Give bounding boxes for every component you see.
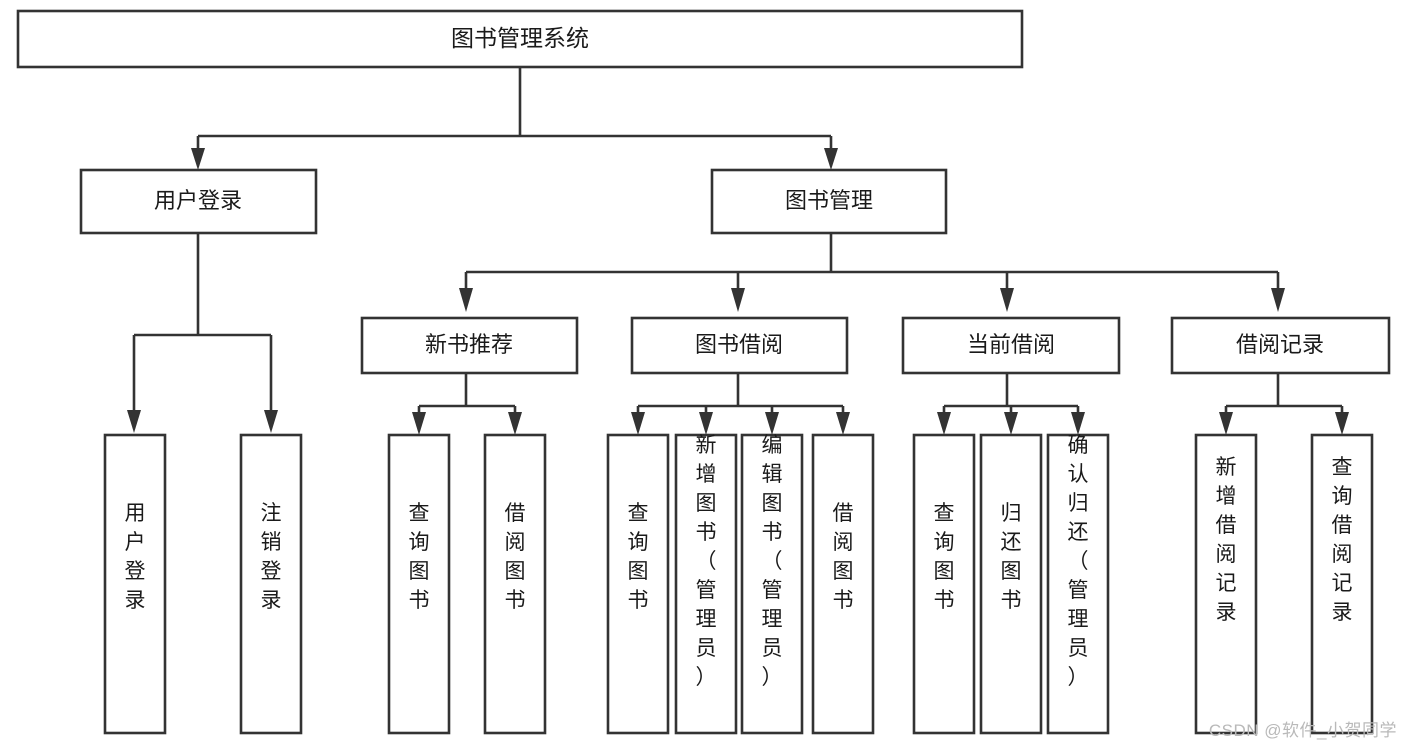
node-borrow-record-box[interactable] (1170, 316, 1391, 375)
leaf-borrow-record-0-box[interactable] (1194, 433, 1258, 735)
leaf-node[interactable]: 查询图书 (606, 433, 670, 735)
node-current-borrow-box[interactable] (901, 316, 1121, 375)
arrowhead-l3-1 (731, 288, 745, 312)
node-book-manage-box[interactable] (710, 168, 948, 235)
leaf-book-borrow-0-box[interactable] (606, 433, 670, 735)
leaf-book-borrow-3-label: 借阅图书 (833, 502, 854, 612)
leaf-new-book-0-label: 查询图书 (409, 502, 430, 612)
arrowhead-leaf-book-borrow-0 (631, 412, 645, 435)
arrowhead-leaf-user-login-0 (127, 410, 141, 433)
node-root-label: 图书管理系统 (451, 25, 589, 51)
leaf-user-login-1-box[interactable] (239, 433, 303, 735)
leaf-node[interactable]: 查询图书 (912, 433, 976, 735)
arrowhead-l3-2 (1000, 288, 1014, 312)
leaf-node[interactable]: 用户登录 (103, 433, 167, 735)
leaf-user-login-0-box[interactable] (103, 433, 167, 735)
node-user-login[interactable]: 用户登录 (79, 168, 318, 235)
node-current-borrow[interactable]: 当前借阅 (901, 316, 1121, 375)
node-book-manage-label: 图书管理 (785, 188, 873, 213)
leaf-node[interactable]: 新增图书（管理员） (674, 433, 738, 735)
leaf-node[interactable]: 注销登录 (239, 433, 303, 735)
node-borrow-record[interactable]: 借阅记录 (1170, 316, 1391, 375)
leaf-node[interactable]: 新增借阅记录 (1194, 433, 1258, 735)
arrowhead-book-manage (824, 148, 838, 170)
leaf-new-book-1-label: 借阅图书 (505, 502, 526, 612)
node-book-manage[interactable]: 图书管理 (710, 168, 948, 235)
leaf-book-borrow-1-label: 新增图书（管理员） (696, 434, 717, 689)
leaf-current-borrow-1-label: 归还图书 (1001, 502, 1022, 612)
connector-layer (127, 67, 1349, 435)
leaf-node[interactable]: 编辑图书（管理员） (740, 433, 804, 735)
arrowhead-leaf-user-login-1 (264, 410, 278, 433)
arrowhead-l3-3 (1271, 288, 1285, 312)
leaf-node[interactable]: 借阅图书 (811, 433, 875, 735)
leaf-borrow-record-0-label: 新增借阅记录 (1216, 456, 1237, 624)
leaf-current-borrow-0-box[interactable] (912, 433, 976, 735)
leaf-current-borrow-1-box[interactable] (979, 433, 1043, 735)
arrowhead-leaf-current-borrow-0 (937, 412, 951, 435)
leaf-book-borrow-1-box[interactable] (674, 433, 738, 735)
arrowhead-leaf-new-book-1 (508, 412, 522, 435)
node-new-book-recommend-label: 新书推荐 (425, 332, 513, 357)
node-current-borrow-label: 当前借阅 (967, 332, 1055, 357)
node-root-box[interactable] (16, 9, 1024, 69)
arrowhead-leaf-borrow-record-1 (1335, 412, 1349, 435)
arrowhead-leaf-book-borrow-2 (765, 412, 779, 435)
node-borrow-record-label: 借阅记录 (1236, 332, 1324, 357)
leaf-current-borrow-2-label: 确认归还（管理员） (1068, 434, 1089, 689)
arrowhead-leaf-book-borrow-3 (836, 412, 850, 435)
arrowhead-leaf-current-borrow-2 (1071, 412, 1085, 435)
arrowhead-leaf-new-book-0 (412, 412, 426, 435)
arrowhead-l3-0 (459, 288, 473, 312)
leaf-new-book-0-box[interactable] (387, 433, 451, 735)
node-new-book-recommend-box[interactable] (360, 316, 579, 375)
leaf-node[interactable]: 查询借阅记录 (1310, 433, 1374, 735)
arrowhead-user-login (191, 148, 205, 170)
arrowhead-leaf-current-borrow-1 (1004, 412, 1018, 435)
leaf-book-borrow-2-box[interactable] (740, 433, 804, 735)
leaf-borrow-record-1-label: 查询借阅记录 (1332, 456, 1353, 624)
leaf-current-borrow-0-label: 查询图书 (934, 502, 955, 612)
leaf-book-borrow-3-box[interactable] (811, 433, 875, 735)
leaf-new-book-1-box[interactable] (483, 433, 547, 735)
node-user-login-label: 用户登录 (154, 188, 242, 213)
arrowhead-leaf-borrow-record-0 (1219, 412, 1233, 435)
node-user-login-box[interactable] (79, 168, 318, 235)
leaf-node[interactable]: 归还图书 (979, 433, 1043, 735)
leaf-user-login-0-label: 用户登录 (125, 502, 146, 612)
node-new-book-recommend[interactable]: 新书推荐 (360, 316, 579, 375)
leaf-book-borrow-2-label: 编辑图书（管理员） (762, 434, 783, 689)
leaf-borrow-record-1-box[interactable] (1310, 433, 1374, 735)
leaf-user-login-1-label: 注销登录 (261, 502, 282, 612)
node-book-borrow[interactable]: 图书借阅 (630, 316, 849, 375)
leaf-node[interactable]: 查询图书 (387, 433, 451, 735)
leaf-node[interactable]: 确认归还（管理员） (1046, 433, 1110, 735)
leaf-current-borrow-2-box[interactable] (1046, 433, 1110, 735)
node-book-borrow-box[interactable] (630, 316, 849, 375)
arrowhead-leaf-book-borrow-1 (699, 412, 713, 435)
leaf-book-borrow-0-label: 查询图书 (628, 502, 649, 612)
leaf-node[interactable]: 借阅图书 (483, 433, 547, 735)
node-root[interactable]: 图书管理系统 (16, 9, 1024, 69)
node-book-borrow-label: 图书借阅 (695, 332, 783, 357)
